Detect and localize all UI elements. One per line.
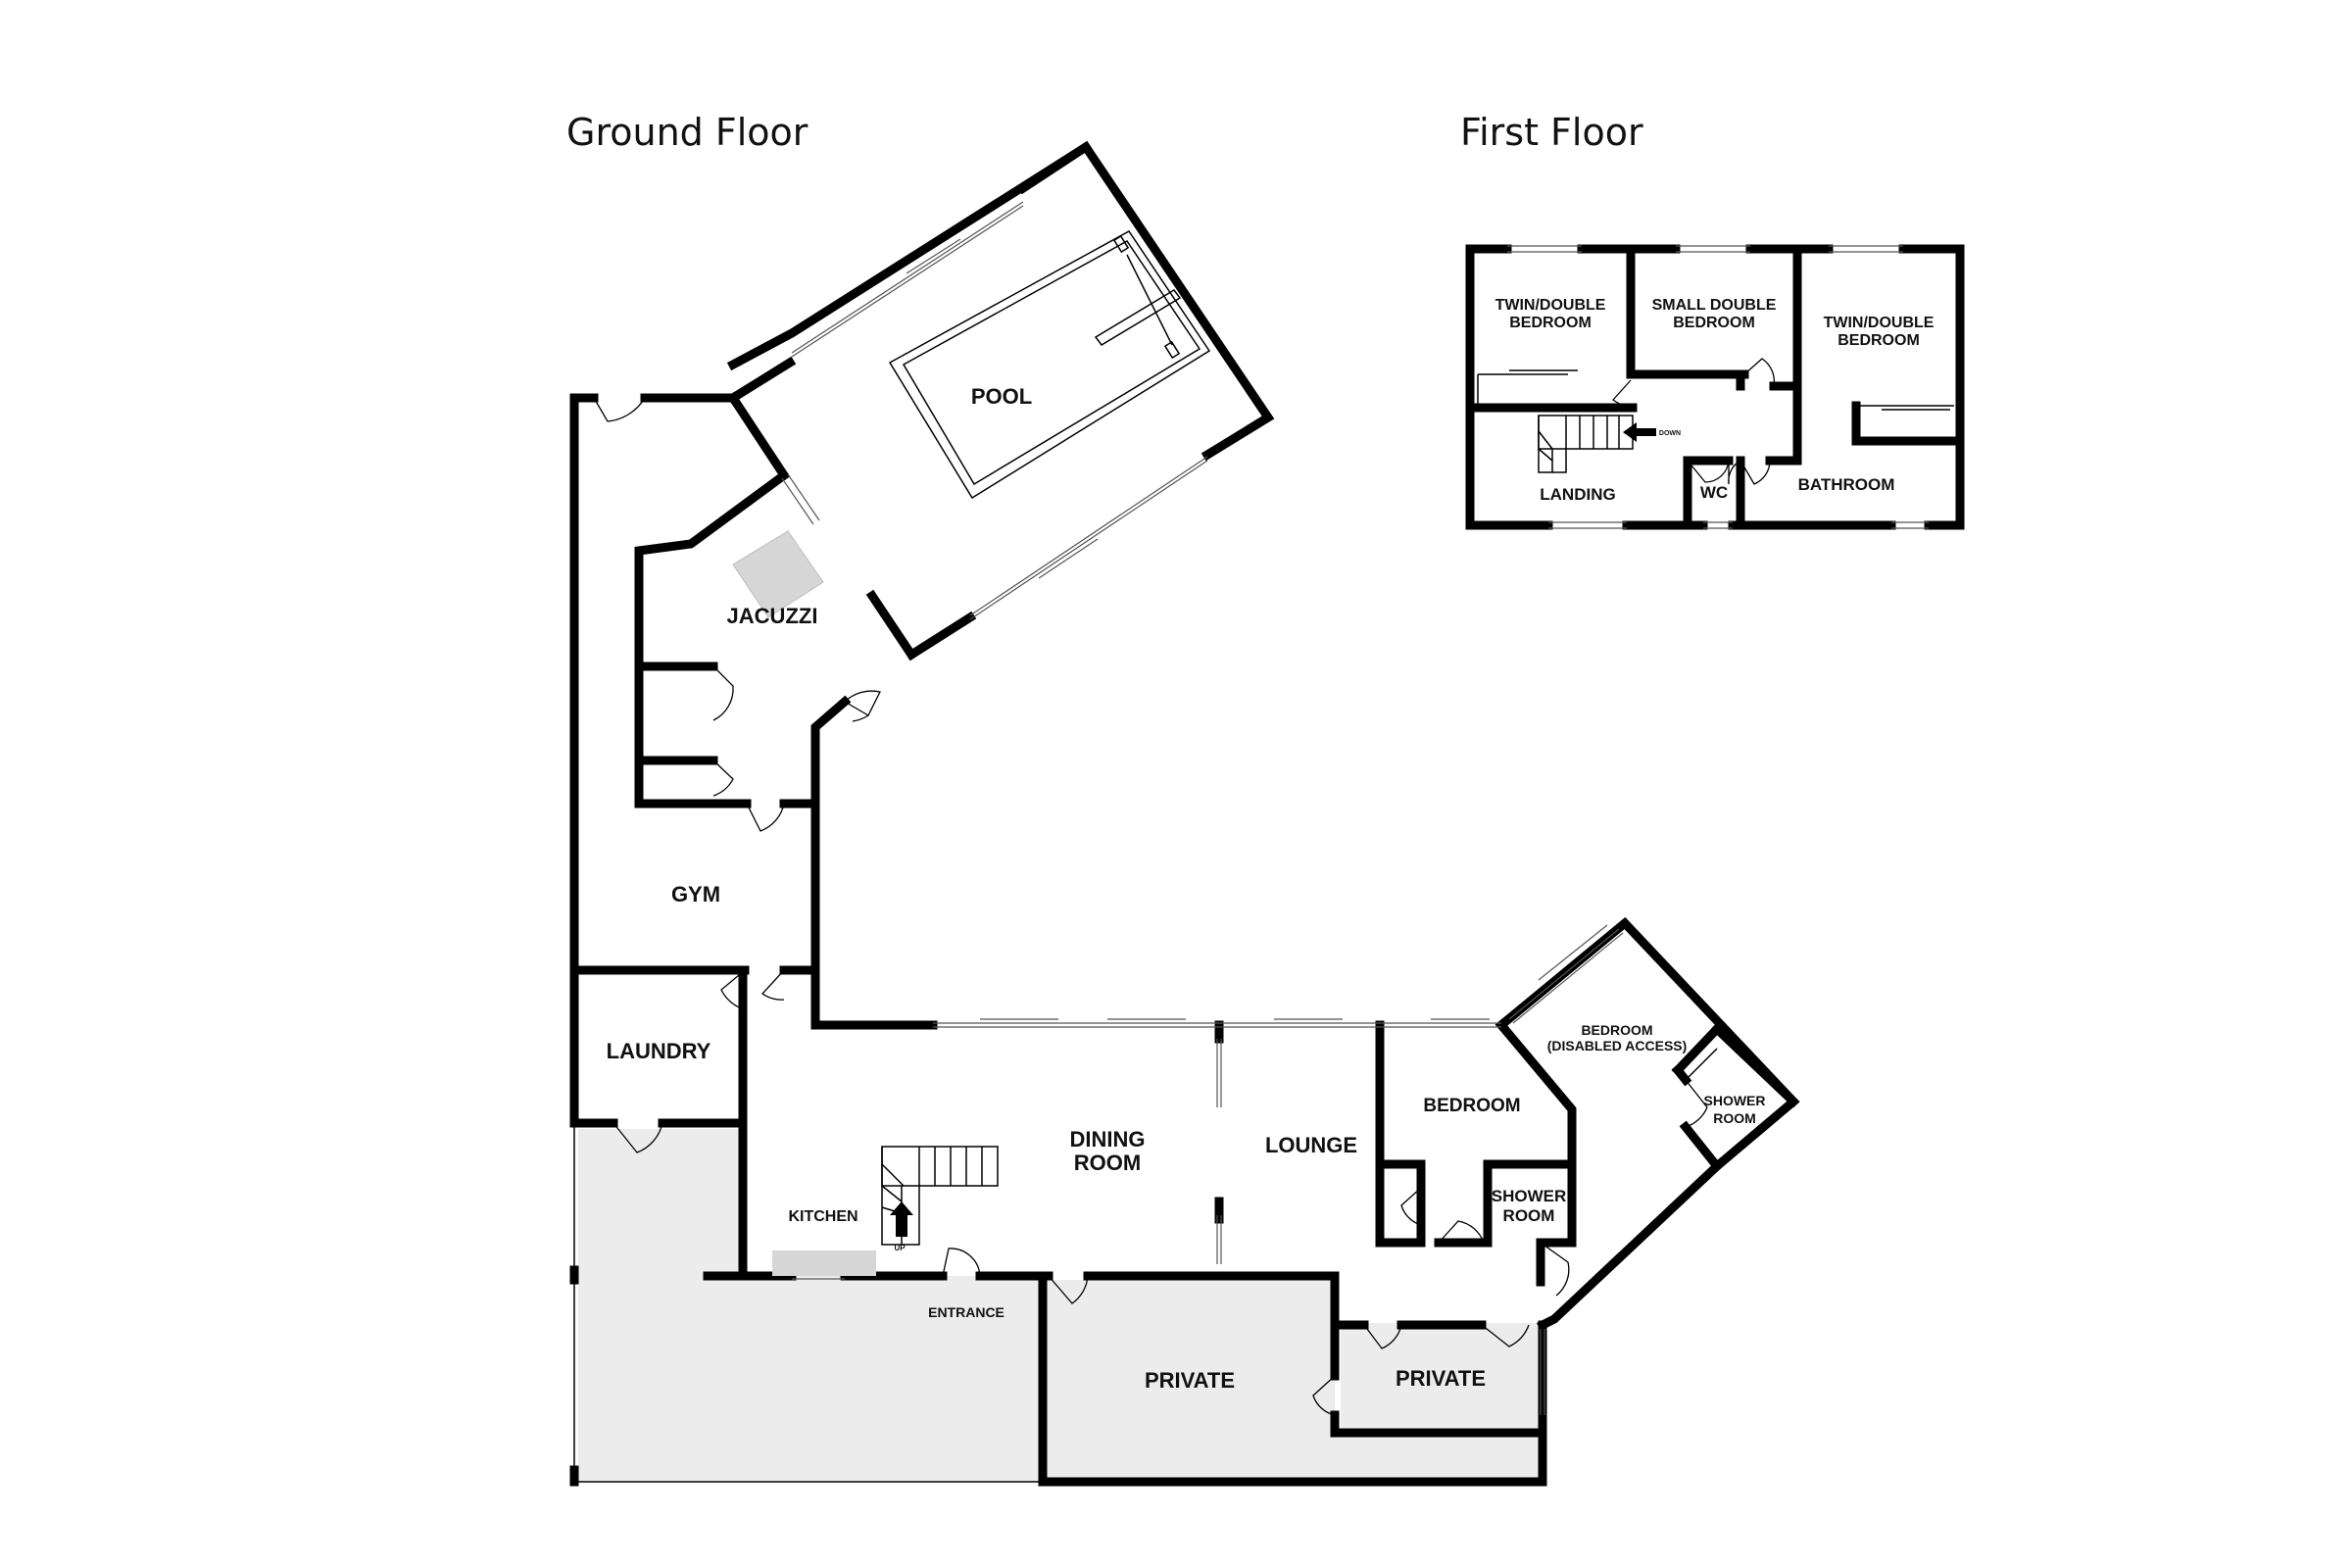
pool-inner bbox=[902, 240, 1201, 486]
exterior-yard-left bbox=[578, 1129, 1041, 1482]
private-area-right bbox=[1341, 1323, 1543, 1431]
lounge-label: LOUNGE bbox=[1265, 1133, 1357, 1157]
ground-exterior-areas bbox=[578, 1129, 1543, 1482]
first-floor-title: First Floor bbox=[1460, 111, 1643, 154]
kitchen-counter bbox=[772, 1250, 876, 1276]
shower-room-2-label-1: SHOWER bbox=[1704, 1093, 1766, 1108]
jacuzzi-tub bbox=[732, 530, 824, 618]
private-left-label: PRIVATE bbox=[1145, 1368, 1235, 1393]
shower-room-label-2: ROOM bbox=[1503, 1206, 1555, 1225]
kitchen-label: KITCHEN bbox=[788, 1208, 858, 1225]
stairs-up-label: UP bbox=[894, 1244, 906, 1252]
dining-room-label-1: DINING bbox=[1070, 1127, 1146, 1152]
ground-floor-walls bbox=[569, 140, 1800, 1487]
pool-label: POOL bbox=[971, 384, 1032, 409]
door-arc bbox=[593, 397, 646, 422]
ground-floor-title: Ground Floor bbox=[566, 111, 808, 154]
twin-bedroom-right-label-1: TWIN/DOUBLE bbox=[1824, 315, 1935, 331]
ground-floor-fixtures bbox=[732, 230, 1718, 1276]
jacuzzi-label: JACUZZI bbox=[727, 604, 818, 628]
twin-bedroom-left-label-1: TWIN/DOUBLE bbox=[1495, 297, 1606, 314]
private-area-left bbox=[1045, 1280, 1543, 1482]
stairs-down-arrow bbox=[1623, 422, 1656, 442]
shower-room-2-label-2: ROOM bbox=[1713, 1110, 1756, 1126]
gym-label: GYM bbox=[671, 882, 720, 906]
bedroom-label: BEDROOM bbox=[1423, 1096, 1520, 1116]
stairs-down-label: DOWN bbox=[1659, 430, 1681, 437]
stairs-up-arrow bbox=[890, 1201, 913, 1237]
first-floor-plan: TWIN/DOUBLE BEDROOM SMALL DOUBLE BEDROOM… bbox=[1465, 244, 1965, 530]
first-floor-stairs bbox=[1538, 415, 1656, 473]
laundry-label: LAUNDRY bbox=[607, 1039, 711, 1063]
bedroom-disabled-label-2: (DISABLED ACCESS) bbox=[1547, 1038, 1688, 1054]
dining-room-label-2: ROOM bbox=[1074, 1151, 1141, 1175]
ground-floor-windows bbox=[569, 201, 1624, 1487]
bedroom-disabled-label-1: BEDROOM bbox=[1581, 1022, 1652, 1038]
wc-label: WC bbox=[1700, 483, 1728, 502]
shower-room-label-1: SHOWER bbox=[1492, 1187, 1567, 1205]
ground-floor-labels: POOL JACUZZI GYM LAUNDRY DINING ROOM LOU… bbox=[607, 384, 1766, 1393]
entrance-label: ENTRANCE bbox=[928, 1304, 1004, 1320]
ground-stairs bbox=[881, 1146, 999, 1246]
pool-outline bbox=[888, 230, 1211, 500]
twin-bedroom-right-label-2: BEDROOM bbox=[1838, 332, 1920, 349]
private-right-label: PRIVATE bbox=[1396, 1366, 1486, 1391]
ground-floor-doors bbox=[593, 397, 1708, 1416]
twin-bedroom-left-label-2: BEDROOM bbox=[1509, 315, 1592, 331]
bathroom-label: BATHROOM bbox=[1798, 475, 1895, 494]
small-double-label-1: SMALL DOUBLE bbox=[1652, 297, 1777, 314]
landing-label: LANDING bbox=[1540, 485, 1615, 504]
small-double-label-2: BEDROOM bbox=[1673, 315, 1755, 331]
